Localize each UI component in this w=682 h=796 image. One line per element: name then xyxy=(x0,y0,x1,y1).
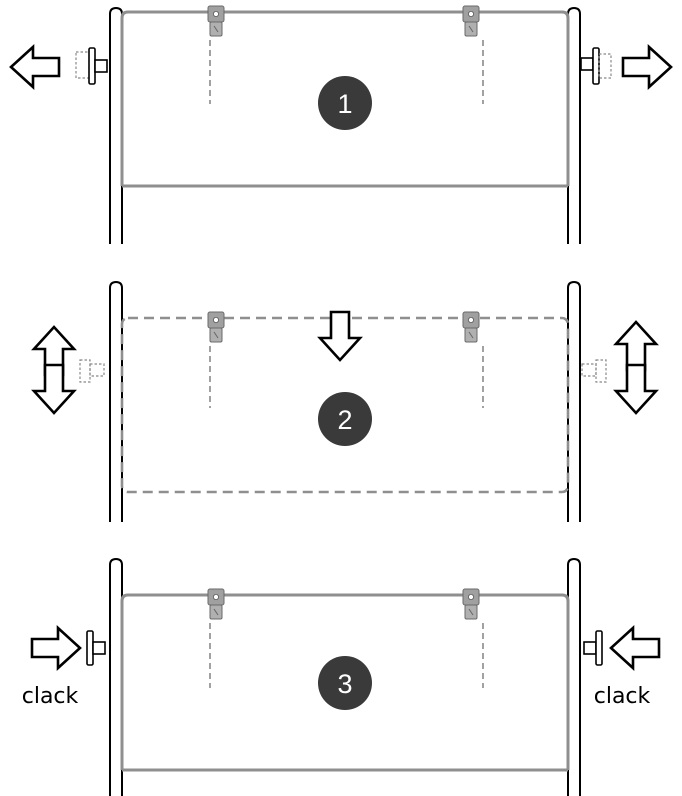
right-post xyxy=(567,557,581,796)
locking-pin-icon xyxy=(580,47,612,85)
arrow-right-icon xyxy=(30,626,82,670)
locking-pin-icon xyxy=(581,359,607,383)
step-2: 2 xyxy=(32,280,658,522)
right-post xyxy=(567,6,581,244)
arrow-left-icon xyxy=(609,626,661,670)
sound-label-left: clack xyxy=(22,684,79,709)
panel xyxy=(120,593,570,770)
step-number: 1 xyxy=(337,89,352,119)
panel xyxy=(120,10,570,186)
hinge-bracket-icon xyxy=(462,311,480,343)
arrow-up-icon xyxy=(614,320,658,372)
locking-pin-icon xyxy=(86,630,106,666)
locking-pin-icon xyxy=(75,47,108,85)
right-post xyxy=(567,280,581,522)
left-post xyxy=(109,557,123,796)
step-1: 1 xyxy=(9,5,673,244)
hinge-bracket-icon xyxy=(462,588,480,620)
left-post xyxy=(109,280,123,522)
step-badge xyxy=(318,392,372,446)
arrow-left-icon xyxy=(9,45,61,89)
left-post xyxy=(109,6,123,244)
arrow-right-icon xyxy=(621,45,673,89)
hinge-bracket-icon xyxy=(207,588,225,620)
step-badge xyxy=(318,76,372,130)
step-number: 2 xyxy=(337,405,352,435)
hinge-bracket-icon xyxy=(207,5,225,37)
sound-label-right: clack xyxy=(594,684,651,709)
step-badge xyxy=(318,656,372,710)
hinge-bracket-icon xyxy=(462,5,480,37)
locking-pin-icon xyxy=(583,630,603,666)
step-number: 3 xyxy=(337,669,352,699)
hinge-bracket-icon xyxy=(207,311,225,343)
step-3: 3 clack clack xyxy=(22,557,661,796)
arrow-down-icon xyxy=(614,363,658,415)
locking-pin-icon xyxy=(79,359,105,383)
arrow-down-icon xyxy=(32,363,76,415)
